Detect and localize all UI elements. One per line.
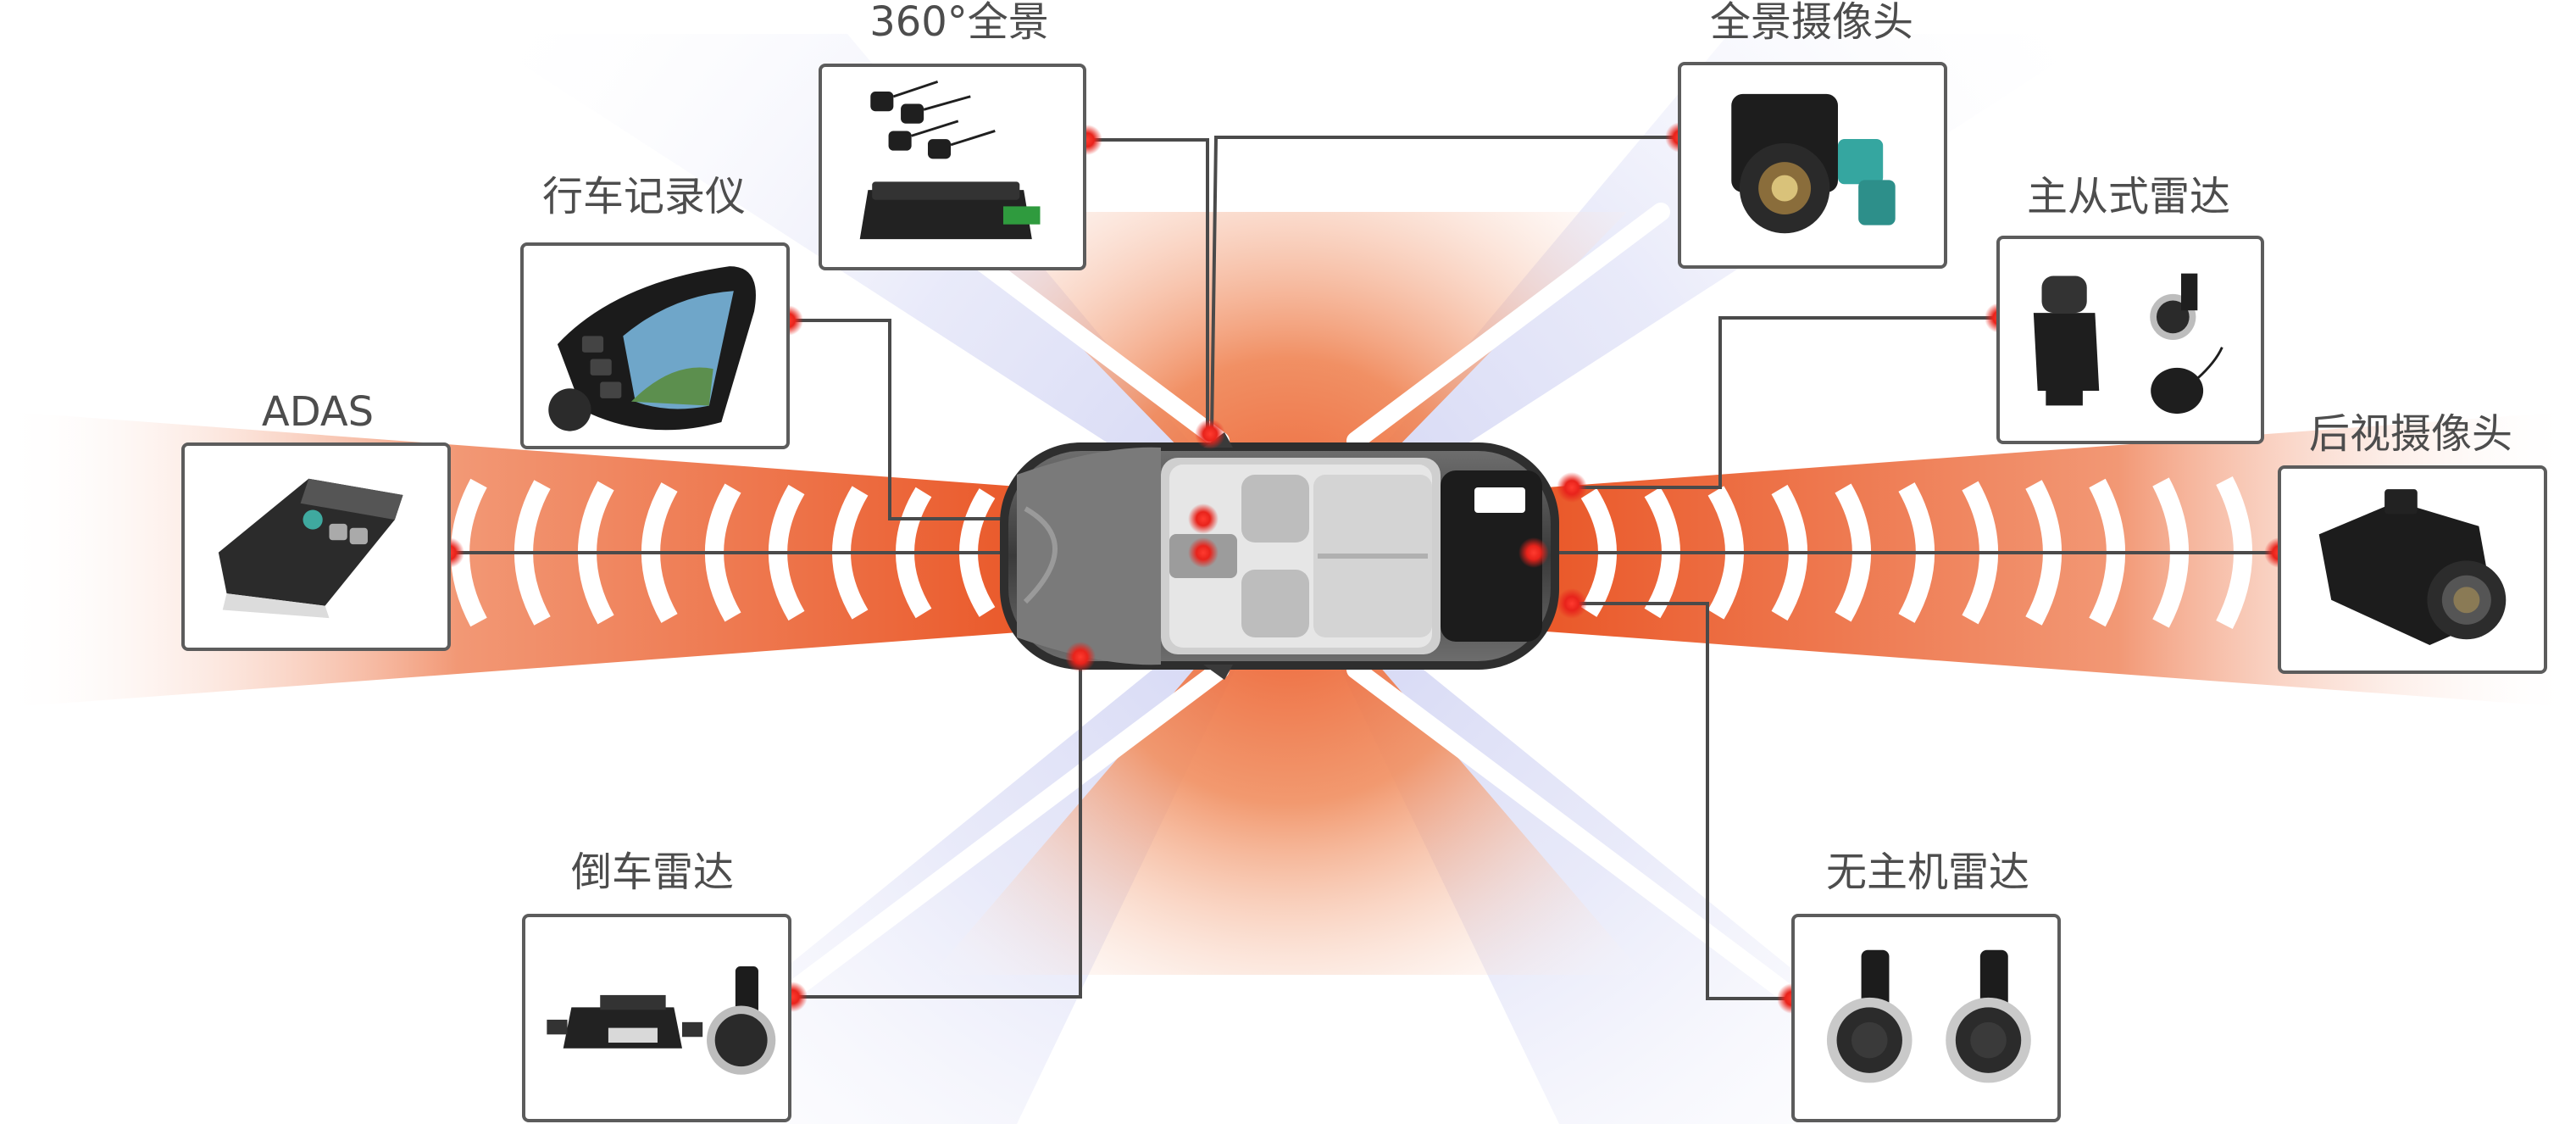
connector-hostless-radar — [1572, 602, 1792, 1000]
product-box-master-slave-radar[interactable] — [1996, 236, 2264, 444]
label-panoramic-camera: 全景摄像头 — [1709, 0, 1914, 46]
sensor-dot — [1188, 537, 1219, 568]
radar-sensor-pair-icon — [2033, 273, 2223, 415]
sensor-dot — [1065, 642, 1096, 672]
sensor-dot — [1188, 504, 1219, 534]
rear-view-camera-icon — [2318, 489, 2507, 646]
beam-rear-down — [932, 559, 1644, 975]
dashcam-mirror-icon — [548, 266, 756, 431]
connector-360 — [1085, 138, 1209, 432]
label-dashcam: 行车记录仪 — [541, 173, 747, 220]
label-rear-view-camera: 后视摄像头 — [2308, 410, 2513, 458]
product-box-hostless-radar[interactable] — [1791, 914, 2061, 1122]
label-adas: ADAS — [261, 388, 375, 436]
sensor-dot — [1557, 588, 1587, 619]
reverse-radar-icon — [547, 966, 776, 1075]
sensor-dot — [1518, 537, 1549, 568]
label-reverse-radar: 倒车雷达 — [570, 849, 735, 896]
car-top-view — [1000, 432, 1559, 680]
connector-reverse-radar — [792, 657, 1082, 999]
beam-front-up — [949, 212, 1627, 559]
connector-lines — [449, 136, 2279, 1000]
label-360-panorama: 360°全景 — [869, 0, 1049, 46]
surround-view-camera-kit-icon — [859, 81, 1041, 240]
connector-panorama-camera — [1210, 136, 1678, 433]
label-hostless-radar: 无主机雷达 — [1825, 849, 2030, 896]
panoramic-camera-icon — [1731, 93, 1896, 234]
product-box-reverse-radar[interactable] — [522, 914, 791, 1122]
sensor-dot — [1195, 419, 1225, 449]
product-box-dashcam[interactable] — [520, 242, 790, 449]
hostless-radar-icon — [1826, 949, 2031, 1083]
product-box-360-panorama[interactable] — [819, 64, 1086, 270]
label-master-slave-radar: 主从式雷达 — [2026, 173, 2231, 220]
beam-upper-left — [475, 34, 1288, 559]
product-box-panoramic-camera[interactable] — [1678, 62, 1947, 269]
sensor-dot — [1557, 472, 1587, 503]
product-box-rear-view-camera[interactable] — [2278, 465, 2547, 674]
connector-radar-pair — [1572, 316, 2000, 489]
adas-unit-icon — [218, 478, 403, 619]
product-box-adas[interactable] — [181, 442, 451, 651]
beam-separators — [770, 203, 1806, 1010]
